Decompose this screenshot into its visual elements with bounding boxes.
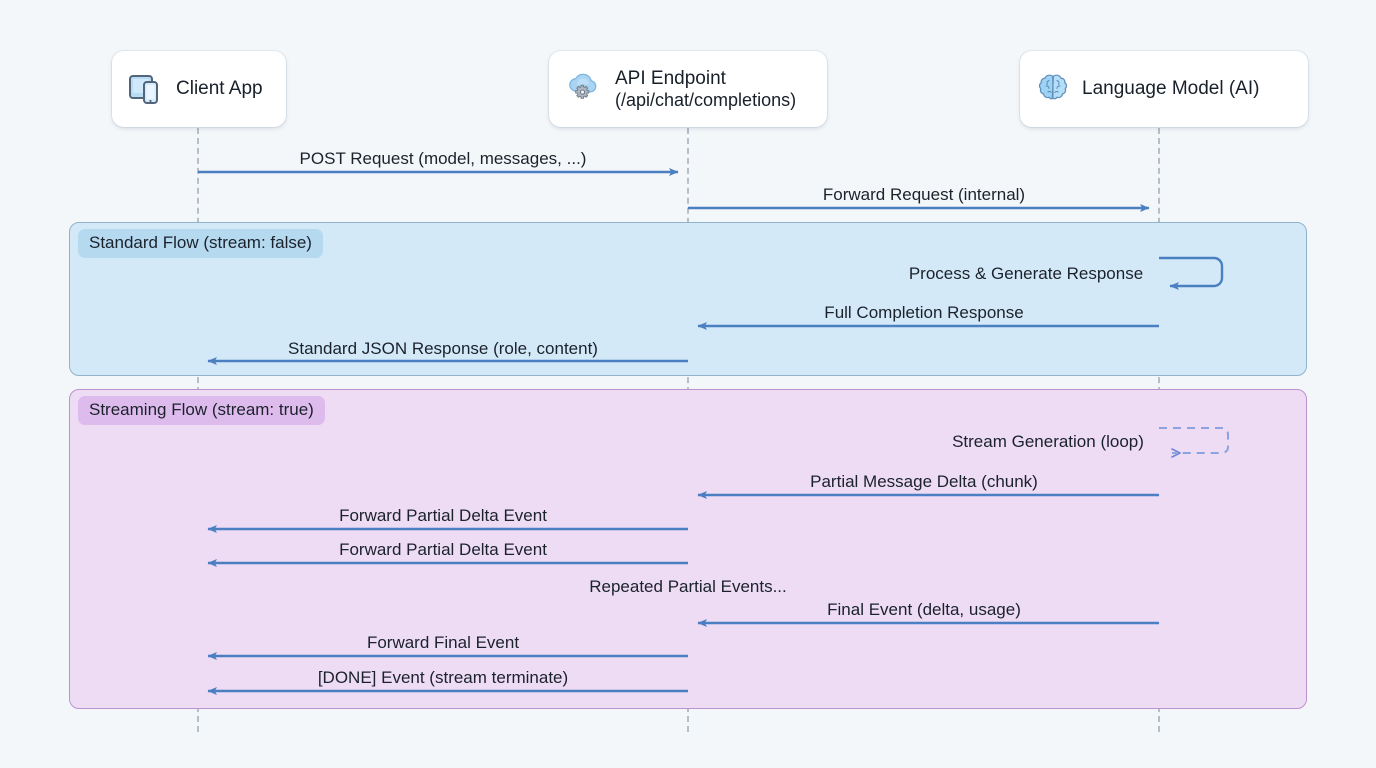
message-label-forward-partial-delta-1: Forward Partial Delta Event <box>339 506 547 525</box>
participant-language-model-title: Language Model (AI) <box>1082 78 1260 100</box>
brain-icon <box>1036 73 1070 105</box>
message-label-partial-message-delta: Partial Message Delta (chunk) <box>810 472 1038 491</box>
message-label-repeated-partial-events: Repeated Partial Events... <box>589 577 787 596</box>
participant-api-endpoint-title: API Endpoint <box>615 67 726 89</box>
message-label-post-request: POST Request (model, messages, ...) <box>299 149 587 168</box>
cloud-gear-icon <box>565 72 603 106</box>
participant-api-endpoint[interactable]: API Endpoint (/api/chat/completions) <box>549 51 827 127</box>
message-label-stream-generation: Stream Generation (loop) <box>952 432 1144 451</box>
devices-icon <box>128 73 164 105</box>
fragment-standard-flow: Standard Flow (stream: false) <box>69 222 1307 376</box>
participant-client-app-text: Client App <box>176 78 263 100</box>
participant-language-model-text: Language Model (AI) <box>1082 78 1259 100</box>
message-label-final-event: Final Event (delta, usage) <box>827 600 1021 619</box>
participant-api-endpoint-subtitle: (/api/chat/completions) <box>615 89 797 110</box>
participant-client-app[interactable]: Client App <box>112 51 286 127</box>
fragment-streaming-flow-label: Streaming Flow (stream: true) <box>78 396 325 425</box>
message-label-standard-json-response: Standard JSON Response (role, content) <box>288 339 598 358</box>
fragment-standard-flow-label: Standard Flow (stream: false) <box>78 229 323 258</box>
message-label-forward-request: Forward Request (internal) <box>822 185 1026 204</box>
message-label-process-generate: Process & Generate Response <box>908 264 1144 283</box>
participant-client-app-title: Client App <box>176 78 263 100</box>
message-label-full-completion-response: Full Completion Response <box>824 303 1024 322</box>
message-label-forward-partial-delta-2: Forward Partial Delta Event <box>339 540 547 559</box>
message-label-done-event: [DONE] Event (stream terminate) <box>317 668 569 687</box>
participant-api-endpoint-text: API Endpoint (/api/chat/completions) <box>615 68 796 111</box>
participant-language-model[interactable]: Language Model (AI) <box>1020 51 1308 127</box>
message-label-forward-final-event: Forward Final Event <box>366 633 520 652</box>
